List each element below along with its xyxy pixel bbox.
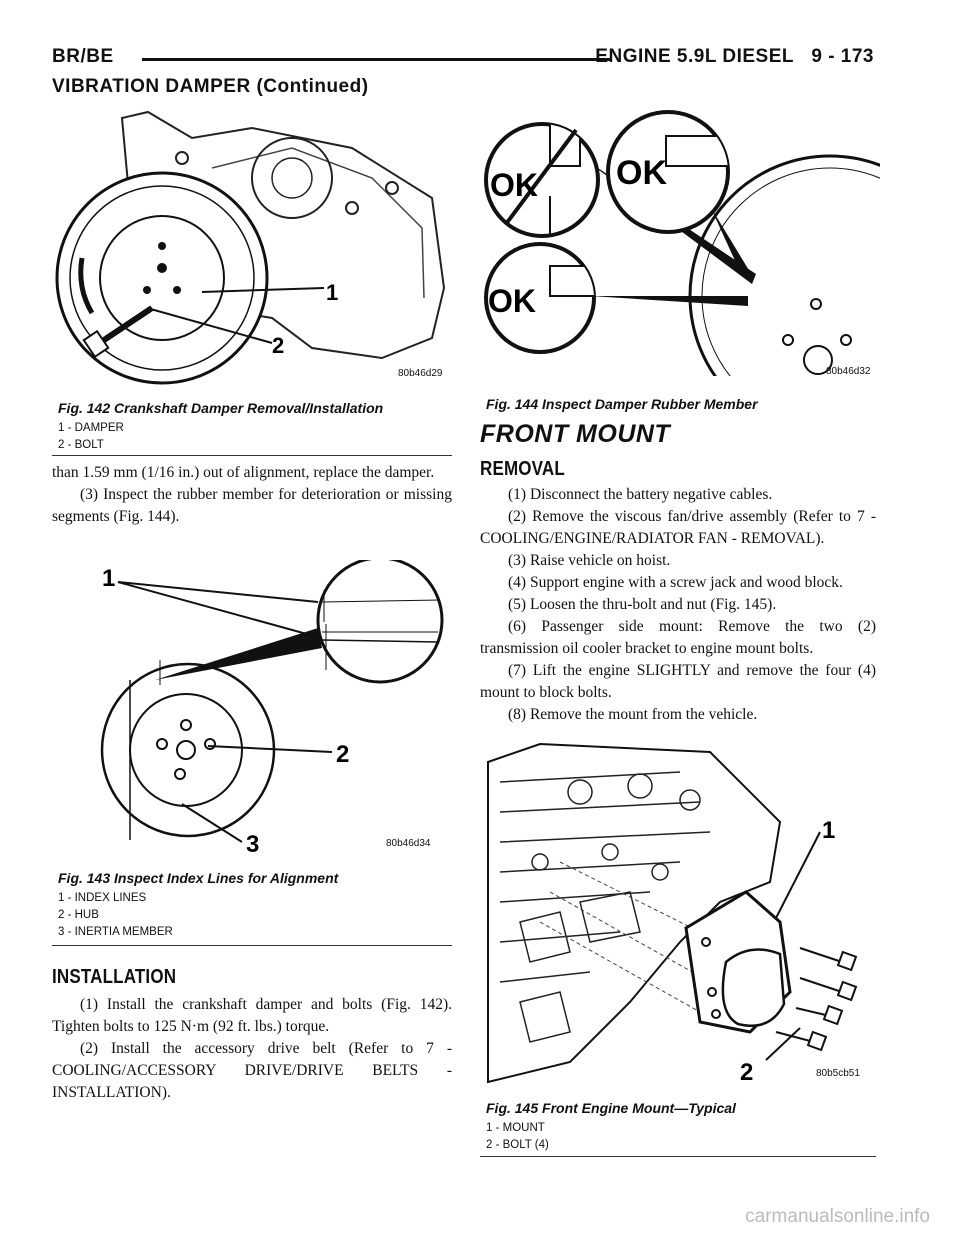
fig142-legend-item: 2 - BOLT — [58, 439, 104, 451]
installation-heading: INSTALLATION — [52, 966, 177, 988]
header-page: 9 - 173 — [811, 46, 874, 67]
fig143-legend-item: 3 - INERTIA MEMBER — [58, 926, 173, 938]
fig145-rule — [480, 1156, 876, 1157]
fig144-title: Fig. 144 Inspect Damper Rubber Member — [486, 396, 758, 412]
fig143-rule — [52, 945, 452, 946]
header-section: ENGINE 5.9L DIESEL — [595, 46, 794, 67]
fig145-legend-item: 2 - BOLT (4) — [486, 1139, 549, 1151]
removal-steps: (1) Disconnect the battery negative cabl… — [480, 484, 876, 726]
fig142-image-id: 80b46d29 — [398, 368, 443, 379]
fig143-legend-item: 1 - INDEX LINES — [58, 892, 147, 904]
fig143-legend: 1 - INDEX LINES 2 - HUB 3 - INERTIA MEMB… — [58, 890, 173, 941]
fig143-callout-3: 3 — [246, 831, 259, 858]
fig143-callout-2: 2 — [336, 741, 349, 768]
fig142-callout-2: 2 — [272, 333, 284, 358]
front-mount-heading: FRONT MOUNT — [480, 420, 671, 448]
fig143-title: Fig. 143 Inspect Index Lines for Alignme… — [58, 870, 339, 886]
header-section-page: ENGINE 5.9L DIESEL 9 - 173 — [595, 46, 874, 68]
left-column-text: than 1.59 mm (1/16 in.) out of alignment… — [52, 462, 452, 528]
fig143-legend-item: 2 - HUB — [58, 909, 99, 921]
installation-step: (2) Install the accessory drive belt (Re… — [52, 1040, 452, 1101]
fig145-illustration: 1 2 — [480, 742, 880, 1084]
fig144-ok-2: OK — [616, 154, 667, 192]
fig142-callout-1: 1 — [326, 280, 338, 305]
fig142-legend-item: 1 - DAMPER — [58, 422, 124, 434]
removal-step: (6) Passenger side mount: Remove the two… — [480, 618, 876, 657]
fig145-legend: 1 - MOUNT 2 - BOLT (4) — [486, 1120, 549, 1154]
installation-steps: (1) Install the crankshaft damper and bo… — [52, 994, 452, 1104]
removal-step: (3) Raise vehicle on hoist. — [508, 552, 671, 569]
fig143-image-id: 80b46d34 — [386, 838, 431, 849]
left-paragraph: (3) Inspect the rubber member for deteri… — [52, 486, 452, 525]
removal-step: (2) Remove the viscous fan/drive assembl… — [480, 508, 876, 547]
removal-step: (1) Disconnect the battery negative cabl… — [508, 486, 773, 503]
header-model: BR/BE — [52, 46, 114, 67]
fig143-illustration: 1 2 3 — [100, 560, 460, 860]
fig143-callout-1: 1 — [102, 565, 115, 592]
left-paragraph: than 1.59 mm (1/16 in.) out of alignment… — [52, 464, 435, 481]
installation-step: (1) Install the crankshaft damper and bo… — [52, 996, 452, 1035]
removal-step: (4) Support engine with a screw jack and… — [508, 574, 843, 591]
fig144-ok-1: OK — [490, 167, 538, 203]
fig142-title: Fig. 142 Crankshaft Damper Removal/Insta… — [58, 400, 384, 416]
fig142-illustration: 1 2 — [52, 108, 452, 386]
fig144-image-id: 80b46d32 — [826, 366, 871, 377]
fig144-ok-3: OK — [488, 283, 536, 319]
header-rule — [142, 58, 612, 61]
removal-step: (5) Loosen the thru-bolt and nut (Fig. 1… — [508, 596, 777, 613]
fig142-legend: 1 - DAMPER 2 - BOLT — [58, 420, 124, 454]
removal-heading: REMOVAL — [480, 458, 565, 480]
continued-heading: VIBRATION DAMPER (Continued) — [52, 76, 369, 97]
fig144-illustration: OK OK OK — [480, 96, 880, 376]
fig145-title: Fig. 145 Front Engine Mount—Typical — [486, 1100, 736, 1116]
fig145-callout-2: 2 — [740, 1059, 753, 1084]
watermark: carmanualsonline.info — [745, 1206, 930, 1227]
fig142-rule — [52, 455, 452, 456]
fig145-image-id: 80b5cb51 — [816, 1068, 860, 1079]
removal-step: (8) Remove the mount from the vehicle. — [508, 706, 758, 723]
fig145-callout-1: 1 — [822, 817, 835, 844]
removal-step: (7) Lift the engine SLIGHTLY and remove … — [480, 662, 876, 701]
fig145-legend-item: 1 - MOUNT — [486, 1122, 545, 1134]
